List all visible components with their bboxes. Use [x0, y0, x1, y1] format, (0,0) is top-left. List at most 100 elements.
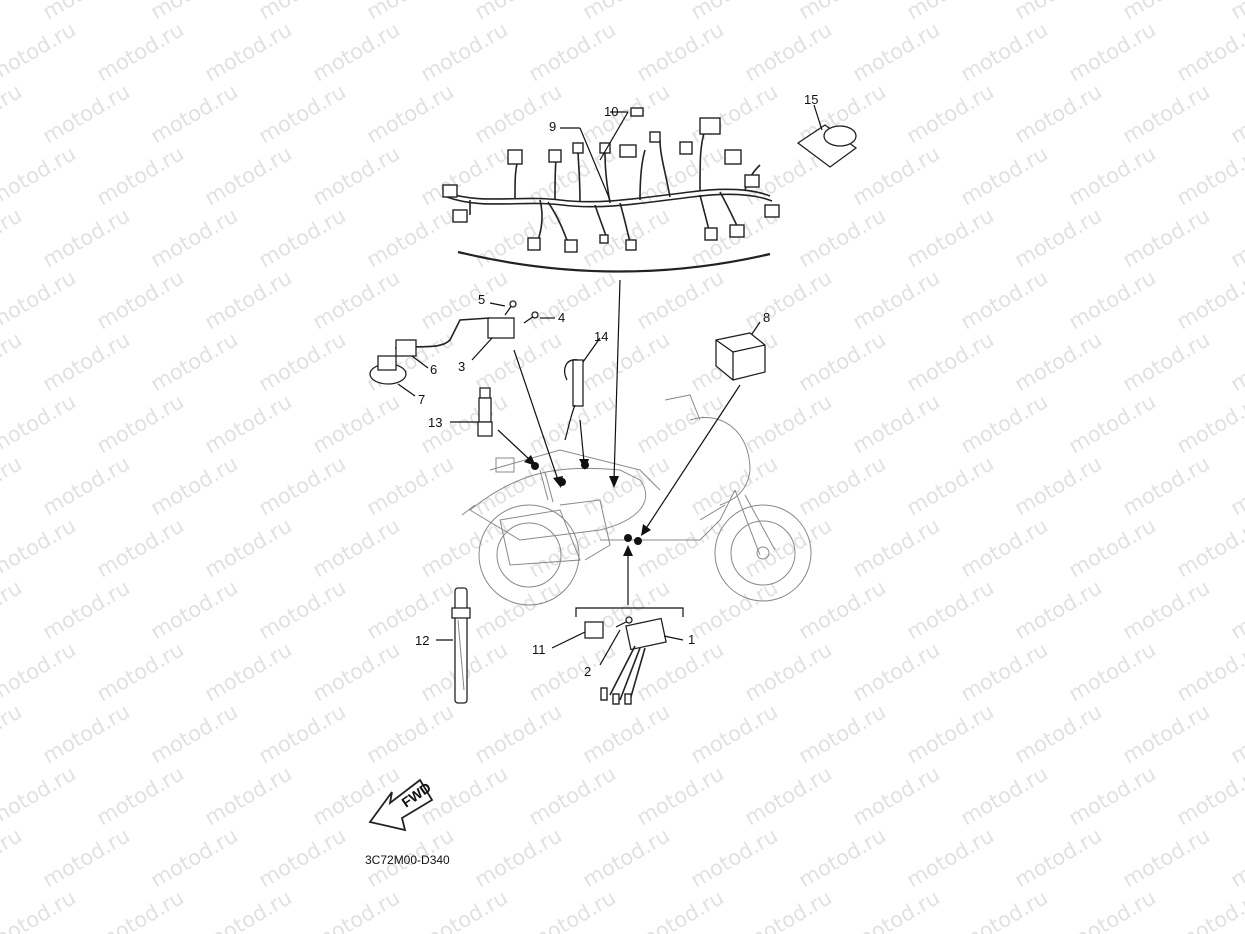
watermark-text: motod.ru: [201, 17, 296, 86]
watermark-text: motod.ru: [1227, 79, 1245, 148]
watermark-text: motod.ru: [1173, 637, 1245, 706]
watermark-text: motod.ru: [849, 761, 944, 830]
watermark-text: motod.ru: [309, 513, 404, 582]
watermark-text: motod.ru: [849, 17, 944, 86]
watermark-text: motod.ru: [39, 575, 134, 644]
part-12-strap: [451, 587, 471, 704]
watermark-text: motod.ru: [147, 451, 242, 520]
watermark-text: motod.ru: [309, 17, 404, 86]
watermark-text: motod.ru: [633, 637, 728, 706]
watermark-text: motod.ru: [0, 699, 26, 768]
watermark-text: motod.ru: [957, 513, 1052, 582]
watermark-text: motod.ru: [1227, 699, 1245, 768]
watermark-text: motod.ru: [39, 0, 134, 24]
watermark-text: motod.ru: [471, 79, 566, 148]
part-4-screw: [523, 311, 539, 324]
watermark-text: motod.ru: [849, 389, 944, 458]
fwd-arrow-icon: FWD: [368, 778, 434, 832]
watermark-text: motod.ru: [849, 885, 944, 934]
watermark-text: motod.ru: [579, 451, 674, 520]
watermark-text: motod.ru: [1065, 513, 1160, 582]
watermark-text: motod.ru: [1227, 0, 1245, 24]
watermark-text: motod.ru: [741, 885, 836, 934]
watermark-text: motod.ru: [0, 885, 80, 934]
watermark-text: motod.ru: [903, 327, 998, 396]
leader-arrows: [497, 279, 741, 605]
callout-3: 3: [458, 359, 465, 374]
watermark-text: motod.ru: [471, 0, 566, 24]
diagram-code: 3C72M00-D340: [365, 853, 450, 867]
watermark-text: motod.ru: [417, 885, 512, 934]
watermark-text: motod.ru: [1011, 451, 1106, 520]
watermark-text: motod.ru: [309, 265, 404, 334]
watermark-text: motod.ru: [579, 699, 674, 768]
watermark-text: motod.ru: [633, 389, 728, 458]
watermark-text: motod.ru: [1173, 389, 1245, 458]
watermark-text: motod.ru: [633, 761, 728, 830]
watermark-text: motod.ru: [903, 575, 998, 644]
watermark-text: motod.ru: [309, 885, 404, 934]
watermark-text: motod.ru: [687, 699, 782, 768]
watermark-text: motod.ru: [795, 699, 890, 768]
watermark-text: motod.ru: [0, 327, 26, 396]
watermark-text: motod.ru: [849, 265, 944, 334]
harness-bracket: [457, 250, 771, 273]
watermark-text: motod.ru: [93, 389, 188, 458]
watermark-text: motod.ru: [687, 451, 782, 520]
watermark-text: motod.ru: [633, 513, 728, 582]
watermark-text: motod.ru: [93, 17, 188, 86]
watermark-text: motod.ru: [147, 0, 242, 24]
callout-14: 14: [594, 329, 608, 344]
watermark-text: motod.ru: [1119, 327, 1214, 396]
watermark-text: motod.ru: [957, 885, 1052, 934]
watermark-text: motod.ru: [0, 17, 80, 86]
watermark-text: motod.ru: [1065, 637, 1160, 706]
watermark-text: motod.ru: [903, 79, 998, 148]
watermark-text: motod.ru: [255, 79, 350, 148]
watermark-text: motod.ru: [0, 203, 26, 272]
watermark-text: motod.ru: [93, 141, 188, 210]
watermark-text: motod.ru: [471, 699, 566, 768]
watermark-text: motod.ru: [201, 637, 296, 706]
watermark-text: motod.ru: [39, 327, 134, 396]
watermark-text: motod.ru: [957, 637, 1052, 706]
watermark-text: motod.ru: [147, 699, 242, 768]
callout-2: 2: [584, 664, 591, 679]
part-15-cylinder: [796, 124, 858, 168]
watermark-text: motod.ru: [201, 761, 296, 830]
watermark-text: motod.ru: [1119, 203, 1214, 272]
watermark-text: motod.ru: [849, 637, 944, 706]
watermark-text: motod.ru: [363, 575, 458, 644]
watermark-text: motod.ru: [0, 451, 26, 520]
watermark-text: motod.ru: [39, 451, 134, 520]
watermark-text: motod.ru: [525, 885, 620, 934]
watermark-text: motod.ru: [525, 17, 620, 86]
watermark-text: motod.ru: [903, 0, 998, 24]
watermark-text: motod.ru: [1119, 79, 1214, 148]
watermark-text: motod.ru: [255, 575, 350, 644]
part-2-screw: [615, 616, 633, 628]
watermark-text: motod.ru: [741, 761, 836, 830]
callout-5: 5: [478, 292, 485, 307]
part-5-screw: [504, 300, 517, 316]
watermark-text: motod.ru: [525, 265, 620, 334]
watermark-text: motod.ru: [957, 141, 1052, 210]
watermark-text: motod.ru: [1011, 699, 1106, 768]
watermark-text: motod.ru: [1173, 265, 1245, 334]
watermark-text: motod.ru: [903, 203, 998, 272]
watermark-text: motod.ru: [201, 141, 296, 210]
watermark-text: motod.ru: [795, 451, 890, 520]
watermark-text: motod.ru: [255, 327, 350, 396]
watermark-text: motod.ru: [255, 451, 350, 520]
watermark-text: motod.ru: [417, 141, 512, 210]
callout-4: 4: [558, 310, 565, 325]
watermark-text: motod.ru: [1011, 823, 1106, 892]
watermark-text: motod.ru: [147, 575, 242, 644]
watermark-text: motod.ru: [0, 389, 80, 458]
watermark-text: motod.ru: [903, 699, 998, 768]
watermark-text: motod.ru: [39, 79, 134, 148]
watermark-text: motod.ru: [255, 823, 350, 892]
watermark-text: motod.ru: [147, 327, 242, 396]
watermark-text: motod.ru: [1065, 761, 1160, 830]
